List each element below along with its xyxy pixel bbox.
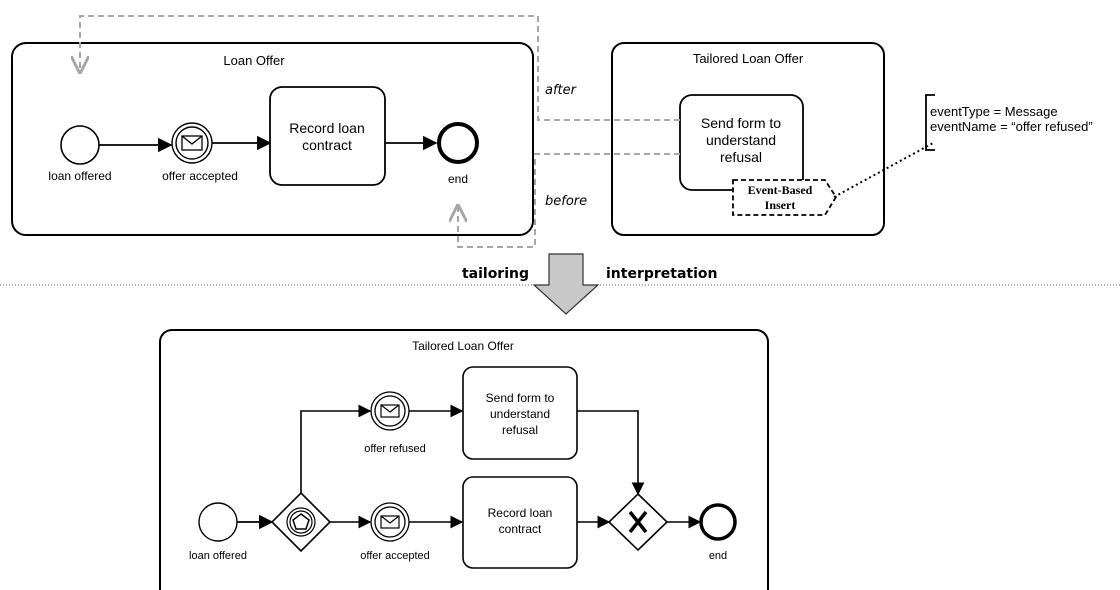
envelope-icon	[380, 404, 400, 418]
tailored-loan-offer-pool: Tailored Loan Offer Send form to underst…	[611, 42, 885, 236]
insert-marker-line-2: Insert	[765, 198, 796, 212]
bottom-end-event	[699, 503, 737, 541]
event-based-gateway	[270, 491, 332, 553]
annotation-line-1: eventType = Message	[930, 104, 1058, 119]
tailored-pool-title: Tailored Loan Offer	[693, 51, 804, 66]
end-event-label: end	[448, 172, 468, 186]
annotation: eventType = Message eventName = “offer r…	[925, 94, 1093, 151]
event-based-insert-marker: Event-Based Insert	[732, 179, 838, 216]
tailoring-label: tailoring	[462, 266, 529, 282]
pentagon-icon	[292, 513, 310, 530]
bottom-flow-gateway-to-refused	[300, 404, 372, 493]
loan-offer-pool: Loan Offer loan offered offer accepted R…	[11, 42, 534, 236]
loan-offer-pool-title: Loan Offer	[223, 53, 285, 68]
bottom-record-loan-line-1: Record loan	[488, 506, 553, 520]
message-event-offer-refused	[370, 391, 410, 431]
bottom-send-form-line-1: Send form to	[486, 391, 555, 405]
start-event-loan-offered	[60, 125, 100, 165]
bottom-send-form-line-3: refusal	[502, 423, 538, 437]
bottom-tailored-pool: Tailored Loan Offer loan offered offer r…	[159, 329, 769, 590]
offer-accepted-bottom-label: offer accepted	[360, 550, 430, 562]
task-send-form-line-3: refusal	[720, 149, 762, 165]
envelope-icon	[380, 515, 400, 529]
message-event-label: offer accepted	[162, 169, 238, 183]
task-send-form-line-2: understand	[706, 132, 776, 148]
after-label: after	[545, 83, 578, 98]
insert-marker-line-1: Event-Based	[748, 183, 813, 197]
bottom-start-event	[198, 502, 238, 542]
bottom-pool-title: Tailored Loan Offer	[412, 339, 514, 353]
x-icon	[628, 510, 648, 534]
bottom-task-send-form	[462, 366, 578, 460]
annotation-bracket	[925, 94, 935, 151]
after-connector	[80, 15, 680, 121]
task-record-loan-contract	[269, 86, 386, 186]
offer-refused-label: offer refused	[364, 443, 426, 455]
bottom-send-form-line-2: understand	[490, 407, 550, 421]
before-label: before	[545, 194, 587, 209]
message-event-offer-accepted	[171, 122, 213, 164]
task-record-loan-line-1: Record loan	[289, 120, 365, 136]
annotation-association	[833, 141, 936, 198]
bottom-end-label: end	[709, 550, 727, 562]
interpretation-label: interpretation	[606, 266, 718, 282]
end-event	[437, 122, 479, 164]
bottom-record-loan-line-2: contract	[499, 522, 542, 536]
task-send-form-line-1: Send form to	[701, 115, 781, 131]
bottom-flow-send-form-to-merge	[577, 410, 645, 496]
exclusive-gateway	[607, 492, 669, 552]
envelope-icon	[181, 135, 203, 151]
bottom-start-label: loan offered	[189, 550, 247, 562]
annotation-line-2: eventName = “offer refused”	[930, 119, 1093, 134]
task-record-loan-line-2: contract	[302, 137, 352, 153]
start-event-label: loan offered	[48, 169, 111, 183]
transition-arrow	[532, 253, 600, 315]
message-event-offer-accepted-bottom	[370, 502, 410, 542]
